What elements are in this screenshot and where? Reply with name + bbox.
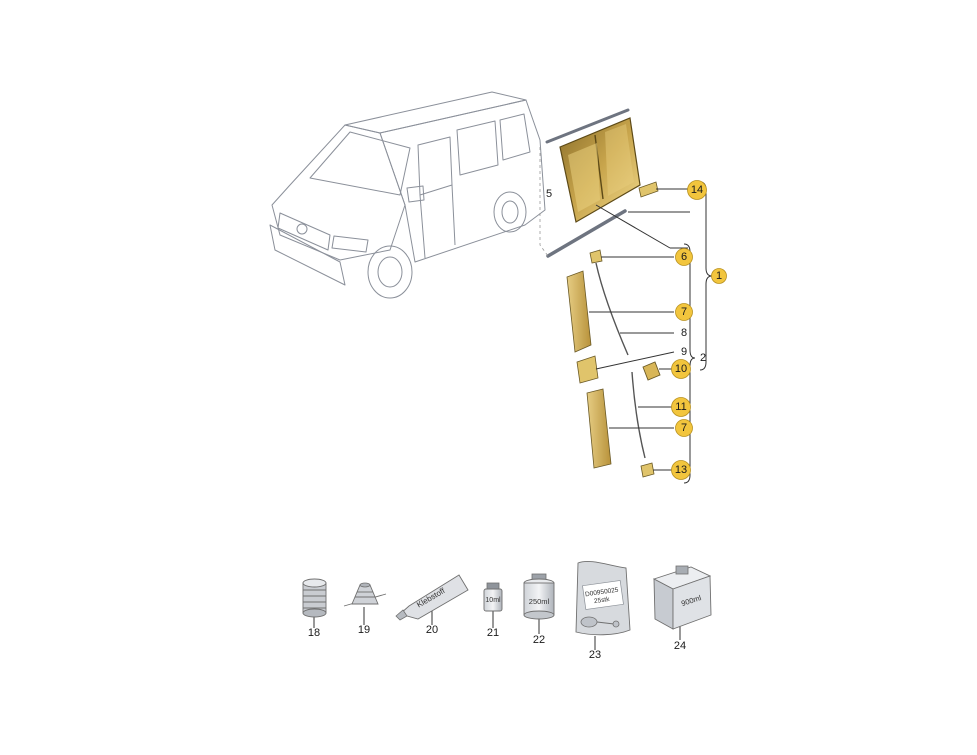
svg-text:8: 8 xyxy=(681,327,687,339)
svg-text:25stk: 25stk xyxy=(594,596,611,605)
part-8-cable xyxy=(595,262,629,356)
consumable-labels: 18 19 20 21 22 23 24 xyxy=(308,624,686,661)
label-24: 24 xyxy=(674,640,686,652)
callout-5: 5 xyxy=(546,188,552,200)
svg-text:2: 2 xyxy=(700,352,706,364)
van-illustration xyxy=(269,91,546,299)
consumable-21-small-bottle: 10ml xyxy=(483,582,503,612)
callout-2: 2 xyxy=(700,352,706,364)
consumable-23-bag: D00950025 25stk xyxy=(575,560,631,636)
svg-text:9: 9 xyxy=(681,346,687,358)
consumable-24-canister: 900ml xyxy=(652,565,712,630)
part-7-cover-upper xyxy=(566,270,592,353)
svg-text:11: 11 xyxy=(675,401,686,413)
part-7-cover-lower xyxy=(586,388,612,469)
part-6-clip xyxy=(589,249,603,264)
part-14-stop xyxy=(638,181,659,198)
consumable-22-can: 250ml xyxy=(523,573,555,620)
label-21: 21 xyxy=(487,627,499,639)
callout-9: 9 xyxy=(681,346,687,358)
svg-text:7: 7 xyxy=(681,422,687,434)
callout-6: 6 xyxy=(675,248,693,266)
consumable-18-spool xyxy=(302,578,327,618)
svg-text:D00950025: D00950025 xyxy=(585,587,620,599)
callout-11: 11 xyxy=(671,397,691,417)
svg-text:10ml: 10ml xyxy=(485,597,501,604)
svg-text:250ml: 250ml xyxy=(529,597,550,606)
part-9-bracket xyxy=(576,355,599,384)
label-22: 22 xyxy=(533,634,545,646)
label-23: 23 xyxy=(589,649,601,661)
callout-10: 10 xyxy=(671,359,691,379)
svg-text:7: 7 xyxy=(681,306,687,318)
label-18: 18 xyxy=(308,627,320,639)
callout-7-upper: 7 xyxy=(675,303,693,321)
svg-text:5: 5 xyxy=(546,188,552,200)
svg-text:10: 10 xyxy=(675,363,687,375)
callout-1: 1 xyxy=(711,268,727,284)
consumable-19-cone xyxy=(343,582,387,607)
label-20: 20 xyxy=(426,624,438,636)
callout-8: 8 xyxy=(681,327,687,339)
rail-parts xyxy=(566,249,661,478)
part-10-handle xyxy=(642,361,661,381)
svg-text:13: 13 xyxy=(675,464,687,476)
part-13-end-cap xyxy=(640,462,655,478)
consumables-row: Klebstoff 10ml 250ml D00950025 25stk xyxy=(302,560,712,636)
svg-text:14: 14 xyxy=(691,184,703,196)
callout-14: 14 xyxy=(687,180,707,200)
leader-lines xyxy=(313,181,713,650)
callout-13: 13 xyxy=(671,460,691,480)
label-19: 19 xyxy=(358,624,370,636)
part-11-cable xyxy=(631,371,646,459)
window-assembly xyxy=(539,108,659,258)
svg-text:1: 1 xyxy=(716,270,722,282)
svg-text:6: 6 xyxy=(681,251,687,263)
callout-7-lower: 7 xyxy=(675,419,693,437)
